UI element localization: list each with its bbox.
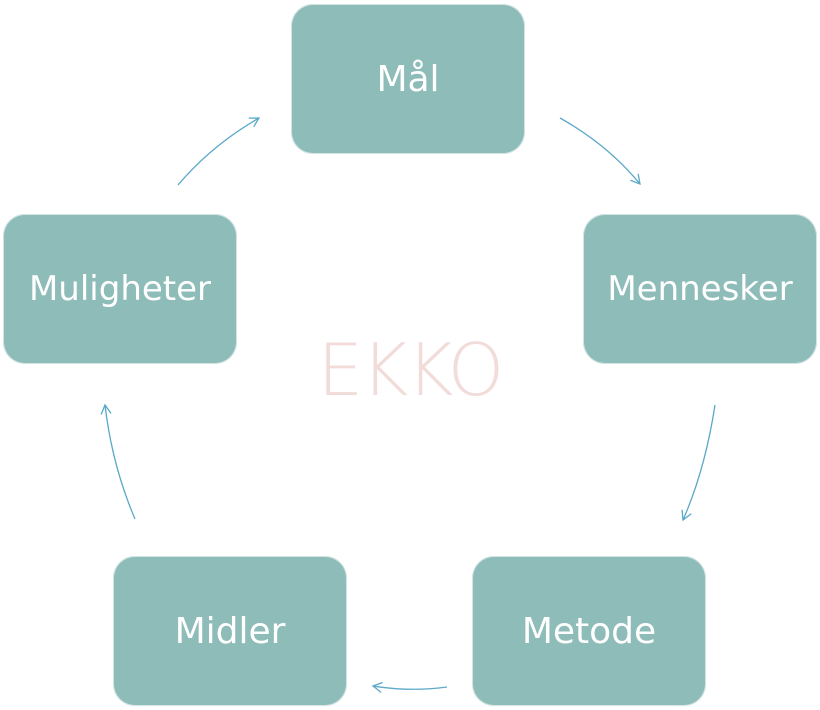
arrow-midler-to-muligheter [100,403,136,520]
node-midler: Midler [113,556,347,706]
arrow-metode-to-midler [371,681,448,693]
node-label: Midler [174,610,286,652]
node-label: Mål [376,58,440,100]
node-maal: Mål [291,4,525,154]
node-label: Mennesker [607,269,793,309]
arrow-muligheter-to-maal [177,117,261,186]
ekko-watermark: EKKO [317,328,505,412]
node-muligheter: Muligheter [3,214,237,364]
node-label: Muligheter [28,269,212,309]
arrow-mennesker-to-metode [681,404,716,522]
node-metode: Metode [472,556,706,706]
node-mennesker: Mennesker [583,214,817,364]
node-label: Metode [521,610,657,652]
arrow-maal-to-mennesker [559,117,641,186]
